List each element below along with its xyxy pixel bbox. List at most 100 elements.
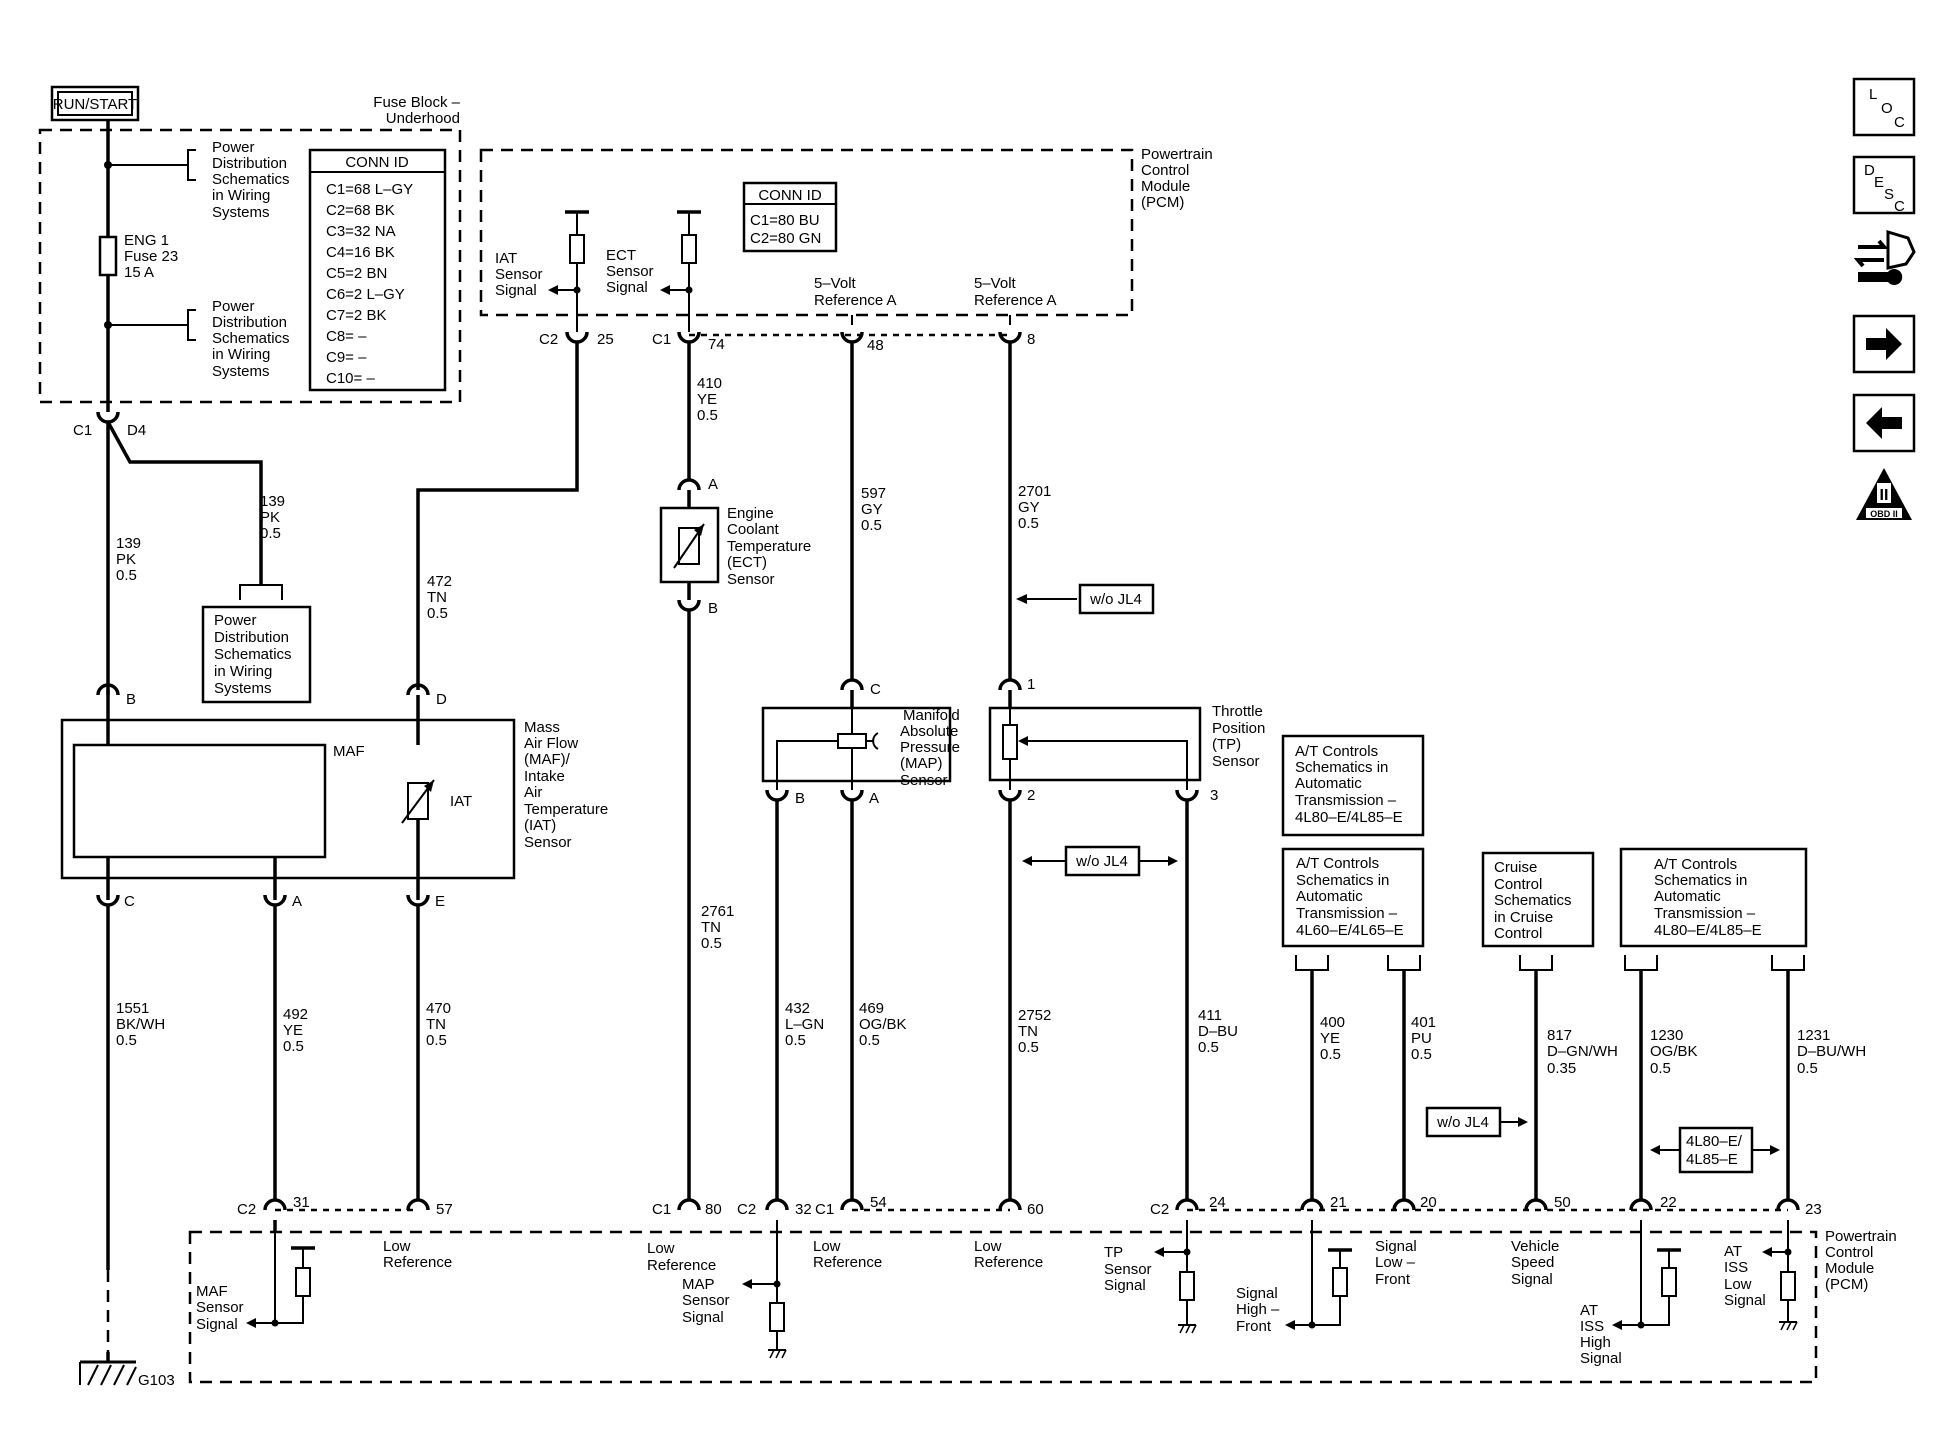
wire-469: 469 OG/BK 0.5 bbox=[859, 1000, 907, 1049]
at-controls-ref-4l80-right[interactable]: A/T Controls Schematics in Automatic Tra… bbox=[1619, 847, 1808, 948]
low-ref-label-4: Low Reference bbox=[974, 1238, 1043, 1271]
at-controls-ref-4l80-top[interactable]: A/T Controls Schematics in Automatic Tra… bbox=[1281, 734, 1425, 837]
svg-text:YE: YE bbox=[1320, 1030, 1340, 1047]
svg-text:0.5: 0.5 bbox=[859, 1032, 880, 1049]
svg-text:Powertrain: Powertrain bbox=[1825, 1228, 1897, 1245]
svg-text:Reference: Reference bbox=[383, 1254, 452, 1271]
at-iss-high-signal-label: AT ISS High Signal bbox=[1580, 1302, 1622, 1367]
svg-text:4L80–E/4L85–E: 4L80–E/4L85–E bbox=[1295, 809, 1403, 826]
pin-8: 8 bbox=[1027, 331, 1035, 348]
svg-text:AT: AT bbox=[1724, 1243, 1742, 1260]
transmission-tag: 4L80–E/ 4L85–E bbox=[1678, 1126, 1754, 1174]
wire-1230: 1230 OG/BK 0.5 bbox=[1650, 1027, 1698, 1077]
svg-text:23: 23 bbox=[1805, 1201, 1822, 1218]
svg-text:Cruise: Cruise bbox=[1494, 859, 1537, 876]
svg-text:C2: C2 bbox=[237, 1201, 256, 1218]
c1-label-d4: C1 bbox=[73, 422, 92, 439]
svg-text:Power: Power bbox=[214, 612, 257, 629]
fuse-block-outline bbox=[38, 128, 462, 404]
svg-text:Control: Control bbox=[1494, 876, 1542, 893]
svg-text:Reference A: Reference A bbox=[814, 292, 897, 309]
svg-text:Sensor: Sensor bbox=[900, 772, 948, 789]
wire-2701: 2701 GY 0.5 bbox=[1018, 483, 1051, 532]
obd-ii-icon[interactable]: II OBD II bbox=[1856, 468, 1912, 520]
svg-text:Powertrain: Powertrain bbox=[1141, 146, 1213, 163]
svg-text:(PCM): (PCM) bbox=[1825, 1276, 1868, 1293]
svg-text:High: High bbox=[1580, 1334, 1611, 1351]
svg-text:(TP): (TP) bbox=[1212, 736, 1241, 753]
svg-text:in Wiring: in Wiring bbox=[212, 187, 270, 204]
fuse-label-1: ENG 1 bbox=[124, 232, 169, 249]
wire-139-right: 139 PK 0.5 bbox=[260, 493, 285, 542]
desc-button[interactable]: D E S C bbox=[1852, 155, 1916, 215]
vref-label-2: 5–Volt Reference A bbox=[974, 275, 1057, 309]
svg-text:BK/WH: BK/WH bbox=[116, 1016, 165, 1033]
maf-pin-c: C bbox=[124, 893, 135, 910]
svg-text:5–Volt: 5–Volt bbox=[974, 275, 1017, 292]
tp-pin-3: 3 bbox=[1210, 787, 1218, 804]
svg-text:470: 470 bbox=[426, 1000, 451, 1017]
iat-label: IAT bbox=[450, 793, 472, 810]
svg-text:0.5: 0.5 bbox=[260, 525, 281, 542]
pcm-bottom-outline bbox=[188, 1230, 1818, 1384]
svg-text:(IAT): (IAT) bbox=[524, 817, 556, 834]
svg-text:AT: AT bbox=[1580, 1302, 1598, 1319]
svg-text:54: 54 bbox=[870, 1194, 887, 1211]
loc-button[interactable]: L O C bbox=[1852, 77, 1916, 137]
next-arrow-button[interactable] bbox=[1852, 314, 1916, 374]
svg-text:L–GN: L–GN bbox=[785, 1016, 824, 1033]
signal-low-front-label: Signal Low – Front bbox=[1375, 1238, 1417, 1288]
signal-high-front-label: Signal High – Front bbox=[1236, 1285, 1280, 1335]
svg-text:MAF: MAF bbox=[196, 1283, 228, 1300]
svg-text:Temperature: Temperature bbox=[524, 801, 608, 818]
svg-text:Low: Low bbox=[383, 1238, 411, 1255]
wire-1551: 1551 BK/WH 0.5 bbox=[116, 1000, 165, 1049]
connector-tool-icon[interactable] bbox=[1853, 229, 1916, 285]
svg-text:0.5: 0.5 bbox=[116, 1032, 137, 1049]
wire-400: 400 YE 0.5 bbox=[1320, 1014, 1345, 1063]
svg-text:PU: PU bbox=[1411, 1030, 1432, 1047]
svg-text:CONN ID: CONN ID bbox=[345, 154, 409, 171]
svg-text:Schematics in: Schematics in bbox=[1296, 872, 1389, 889]
svg-text:Sensor: Sensor bbox=[524, 834, 572, 851]
svg-text:Systems: Systems bbox=[212, 363, 270, 380]
svg-text:Engine: Engine bbox=[727, 505, 774, 522]
svg-text:C6=2 L–GY: C6=2 L–GY bbox=[326, 286, 405, 303]
svg-text:1231: 1231 bbox=[1797, 1027, 1830, 1044]
svg-text:Manifold: Manifold bbox=[903, 707, 960, 724]
svg-text:400: 400 bbox=[1320, 1014, 1345, 1031]
svg-text:Absolute: Absolute bbox=[900, 723, 958, 740]
svg-text:472: 472 bbox=[427, 573, 452, 590]
wire-410: 410 YE 0.5 bbox=[697, 375, 722, 424]
wire-817: 817 D–GN/WH 0.35 bbox=[1547, 1027, 1618, 1077]
svg-text:Sensor: Sensor bbox=[606, 263, 654, 280]
low-ref-label-2: Low Reference bbox=[647, 1240, 716, 1274]
svg-text:Low –: Low – bbox=[1375, 1254, 1416, 1271]
pcm-bottom-label: Powertrain Control Module (PCM) bbox=[1825, 1228, 1897, 1293]
svg-text:Distribution: Distribution bbox=[212, 314, 287, 331]
power-dist-ref-3[interactable]: Power Distribution Schematics in Wiring … bbox=[201, 605, 312, 704]
svg-text:Mass: Mass bbox=[524, 719, 560, 736]
ect-sensor-label: Engine Coolant Temperature (ECT) Sensor bbox=[727, 505, 811, 588]
conn-id-table-pcm: CONN ID C1=80 BU C2=80 GN bbox=[742, 181, 838, 253]
svg-text:w/o JL4: w/o JL4 bbox=[1089, 591, 1142, 608]
power-dist-ref-1[interactable]: Power Distribution Schematics in Wiring … bbox=[212, 139, 290, 221]
svg-text:Front: Front bbox=[1236, 1318, 1272, 1335]
cruise-control-ref[interactable]: Cruise Control Schematics in Cruise Cont… bbox=[1481, 851, 1595, 948]
svg-text:(MAP): (MAP) bbox=[900, 755, 943, 772]
svg-text:C1=80 BU: C1=80 BU bbox=[750, 212, 820, 229]
map-pin-b: B bbox=[795, 790, 805, 807]
svg-text:D–BU: D–BU bbox=[1198, 1023, 1238, 1040]
svg-text:IAT: IAT bbox=[495, 250, 517, 267]
power-dist-ref-2[interactable]: Power Distribution Schematics in Wiring … bbox=[212, 298, 290, 380]
svg-text:0.5: 0.5 bbox=[1650, 1060, 1671, 1077]
vref-label-1: 5–Volt Reference A bbox=[814, 275, 897, 309]
at-controls-ref-4l60[interactable]: A/T Controls Schematics in Automatic Tra… bbox=[1281, 847, 1425, 948]
iat-sensor-signal-label: IAT Sensor Signal bbox=[495, 250, 543, 299]
back-arrow-button[interactable] bbox=[1852, 393, 1916, 453]
svg-text:C5=2 BN: C5=2 BN bbox=[326, 265, 387, 282]
map-signal-label: MAP Sensor Signal bbox=[682, 1276, 730, 1326]
svg-text:Schematics in: Schematics in bbox=[1654, 872, 1747, 889]
ect-pin-a: A bbox=[708, 476, 718, 493]
ground-label: G103 bbox=[138, 1372, 175, 1389]
